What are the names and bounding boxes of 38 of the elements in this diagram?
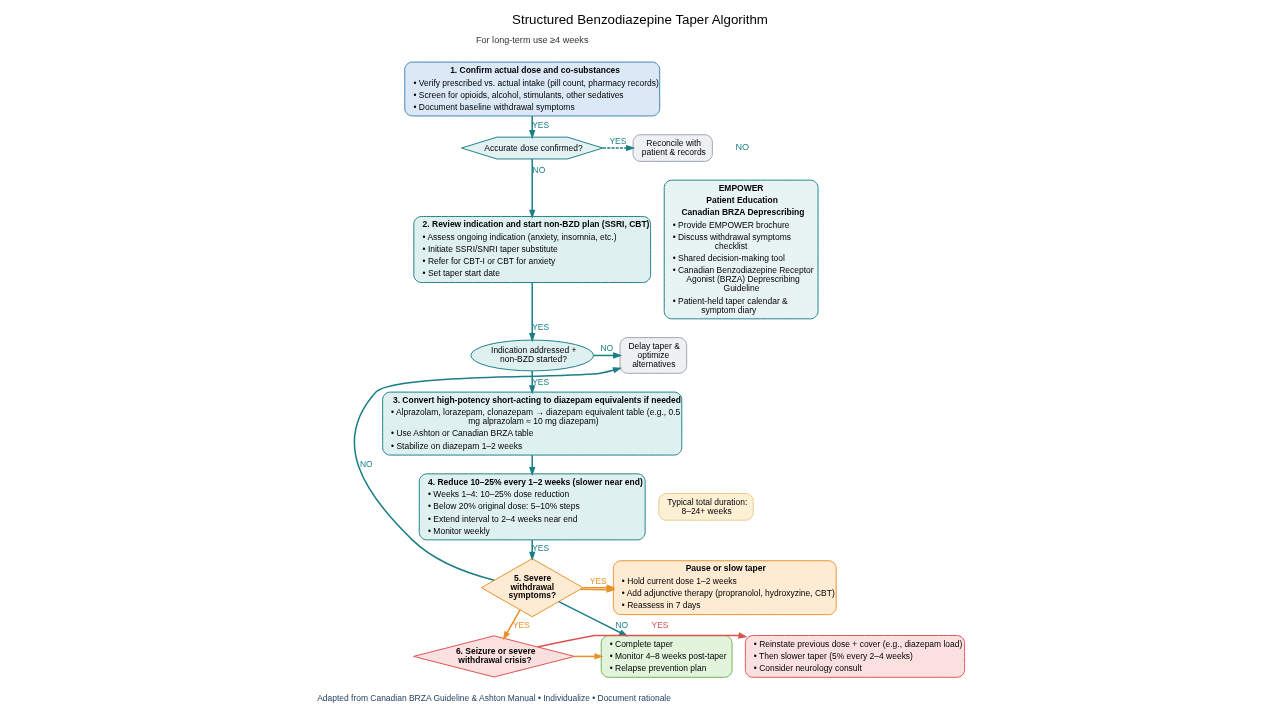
node-box: Typical total duration: 8–24+ weeks: [658, 493, 754, 521]
label: For long-term use ≥4 weeks: [475, 34, 589, 45]
arrow: [536, 632, 748, 648]
node-ellipse: Indication addressed + non-BZD started?: [470, 339, 594, 372]
node-box: • Reinstate previous dose + cover (e.g., diazepam load) • Then slower taper (5% every 2–4 weeks) • Consider neurology consult: [744, 635, 966, 678]
node-box: 4. Reduce 10–25% every 1–2 weeks (slower near end) • Weeks 1–4: 10–25% dose reduction • Below 20% original dose: 5–10% steps • Extend interval to 2–4 weeks near end • Monitor weekly: [418, 473, 646, 541]
node-box: • Complete taper • Monitor 4–8 weeks post-taper • Relapse prevention plan: [600, 635, 733, 678]
edge-label: NO: [615, 620, 629, 631]
edge-label: YES: [651, 620, 669, 631]
arrow: [573, 653, 604, 660]
edge-label: YES: [609, 135, 627, 146]
arrow: [602, 144, 636, 152]
arrow: [353, 367, 622, 581]
edge-label: YES: [589, 575, 607, 586]
arrow: [529, 158, 536, 219]
edge-label: NO: [532, 165, 546, 175]
arrow: [529, 539, 536, 561]
node-diamond: 5. Severe withdrawal symptoms?: [480, 558, 584, 618]
diagram-title: Structured Benzodiazepine Taper Algorithm: [512, 11, 768, 27]
node-box: Delay taper & optimize alternatives: [619, 337, 688, 374]
node-box: 3. Convert high-potency short-acting to diazepam equivalents if needed • Alprazolam, lorazepam, clonazepam → diazepam equivalent table (e.g., 0.5 mg alprazolam ≈ 10 mg diazepam) • Use Ashton or Canadian BRZA table • Stabilize on diazepam 1–2 weeks: [382, 391, 683, 456]
edge-label: YES: [512, 620, 530, 631]
arrow: [529, 454, 536, 477]
edge-label: NO: [359, 458, 373, 469]
node-box: 1. Confirm actual dose and co-substances • Verify prescribed vs. actual intake (pill count, pharmacy records) • Screen for opioids, alcohol, stimulants, other sedatives • Document baseline withdrawal symptoms: [404, 61, 661, 117]
arrow: [502, 609, 521, 641]
caption: Adapted from Canadian BRZA Guideline & Ashton Manual • Individualize • Document rationale: [317, 692, 671, 703]
node-diamond: 6. Seizure or severe withdrawal crisis?: [413, 635, 576, 678]
node-box: Pause or slow taper • Hold current dose 1–2 weeks • Add adjunctive therapy (propranolol, hydroxyzine, CBT) • Reassess in 7 days: [612, 560, 837, 616]
arrow: [529, 281, 536, 343]
node-box: EMPOWER Patient Education Canadian BRZA Deprescribing • Provide EMPOWER brochure • Discuss withdrawal symptoms checklist • Shared decision-making tool • Canadian Benzodiazepine Receptor Agonist (BRZA) Deprescribing Guideline • Patient-held taper calendar & symptom diary: [663, 179, 819, 320]
arrow: [529, 370, 536, 395]
label: NO: [735, 142, 750, 153]
arrow: [529, 115, 536, 140]
arrow: [592, 352, 623, 359]
node-box: Reconcile with patient & records: [632, 134, 713, 162]
node-box: 2. Review indication and start non-BZD plan (SSRI, CBT) • Assess ongoing indication (anxiety, insomnia, etc.) • Initiate SSRI/SNRI taper substitute • Refer for CBT-I or CBT for anxiety • Set taper start date: [413, 216, 652, 283]
edge-label: NO: [600, 343, 614, 354]
